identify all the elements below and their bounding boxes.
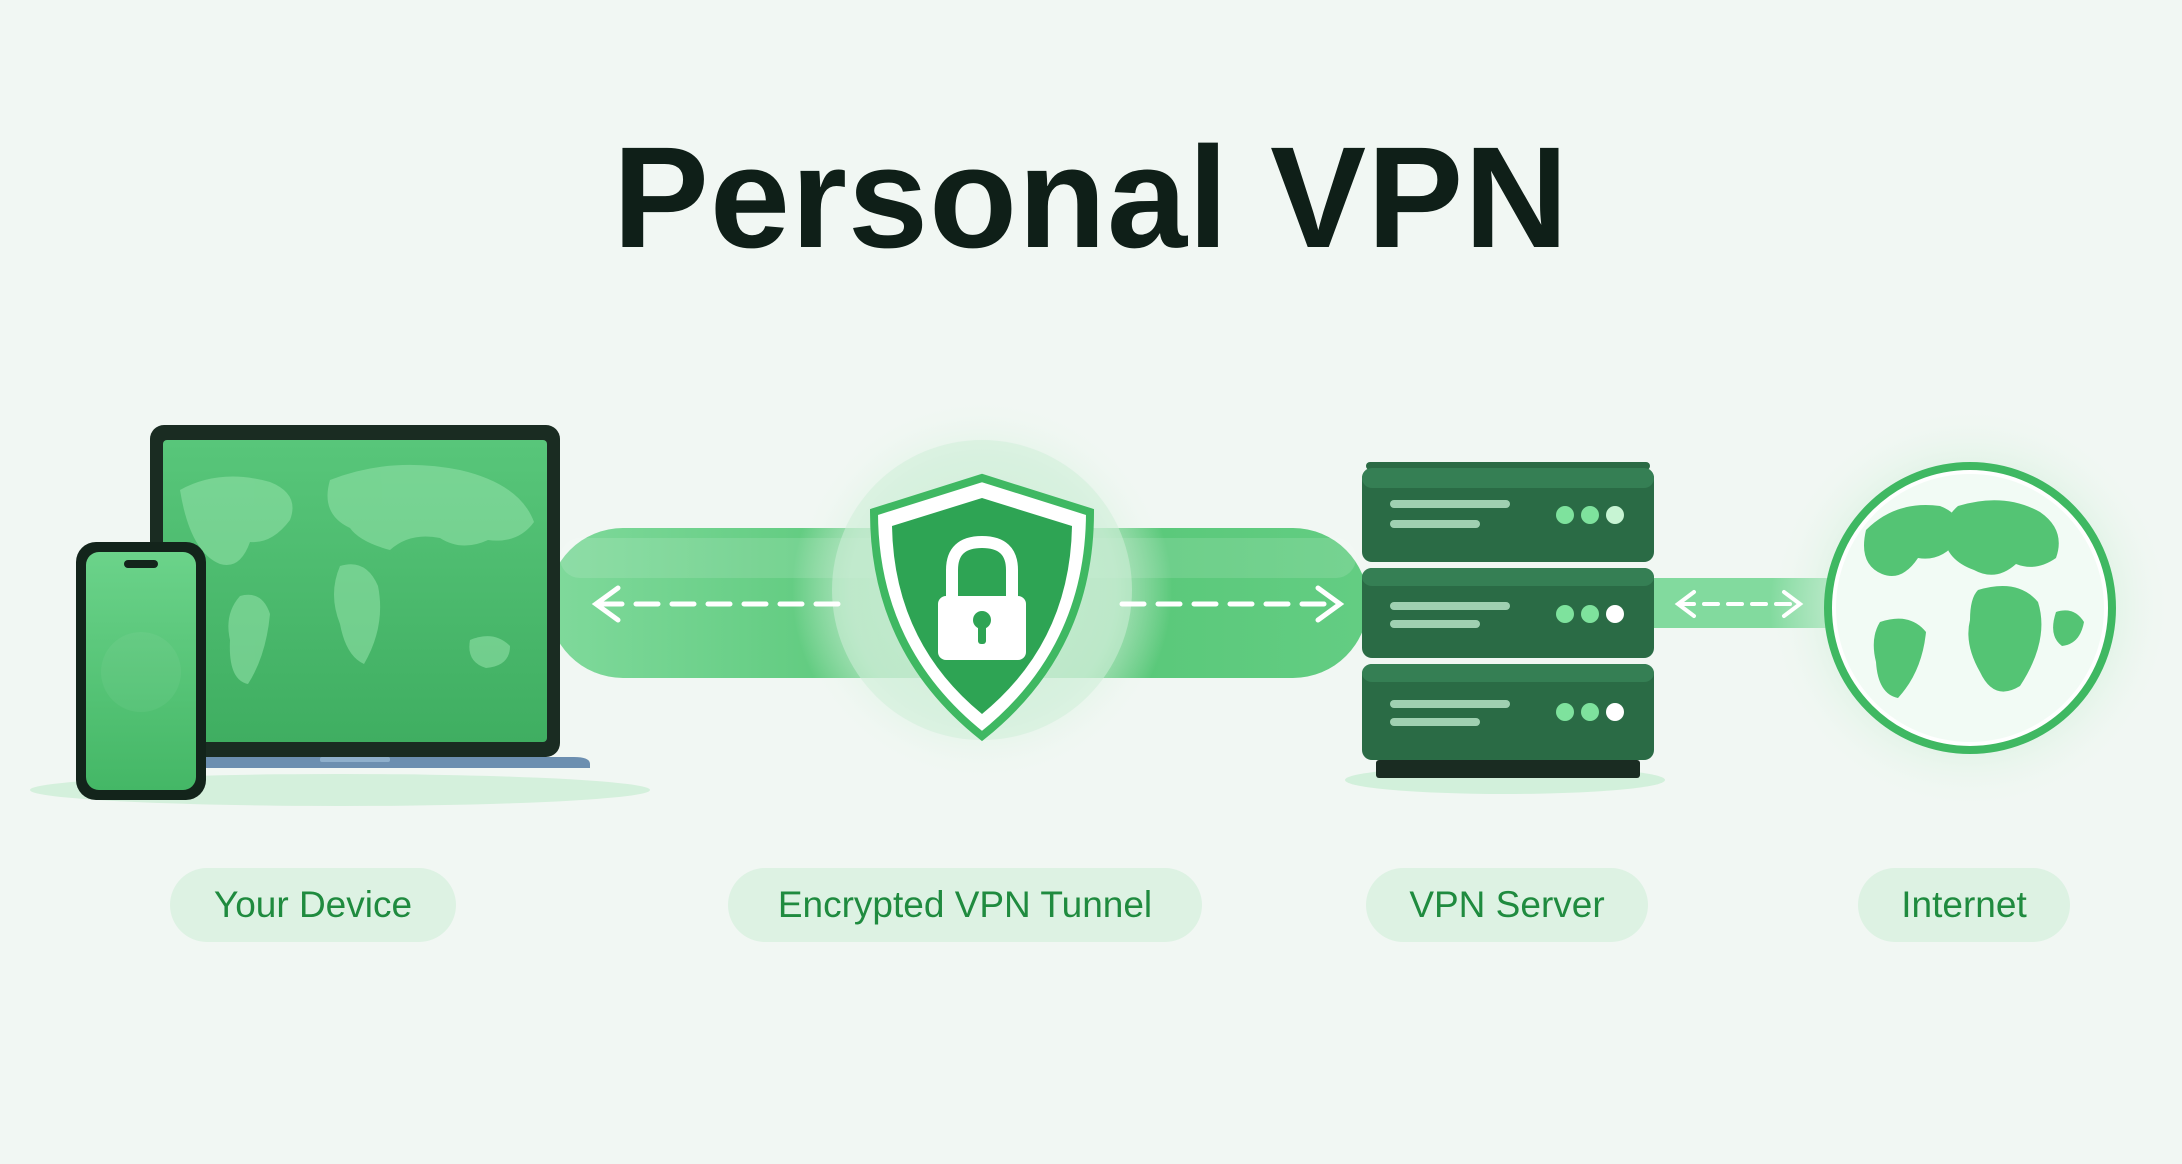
shield-lock-icon <box>869 473 1095 742</box>
page-title: Personal VPN <box>612 117 1570 278</box>
internet-arrow <box>1674 590 1804 618</box>
laptop-icon <box>120 425 590 768</box>
server-rack-icon <box>1362 462 1654 778</box>
server-unit-2 <box>1362 568 1654 658</box>
smartphone-icon <box>76 542 206 800</box>
globe-icon <box>1824 462 2116 754</box>
tunnel-arrow-right <box>1119 585 1345 623</box>
server-unit-3 <box>1362 664 1654 760</box>
label-your-device: Your Device <box>170 868 456 942</box>
tunnel-arrow-left <box>591 585 841 623</box>
label-encrypted-tunnel: Encrypted VPN Tunnel <box>728 868 1202 942</box>
label-vpn-server: VPN Server <box>1366 868 1648 942</box>
label-internet: Internet <box>1858 868 2070 942</box>
server-unit-1 <box>1362 468 1654 562</box>
